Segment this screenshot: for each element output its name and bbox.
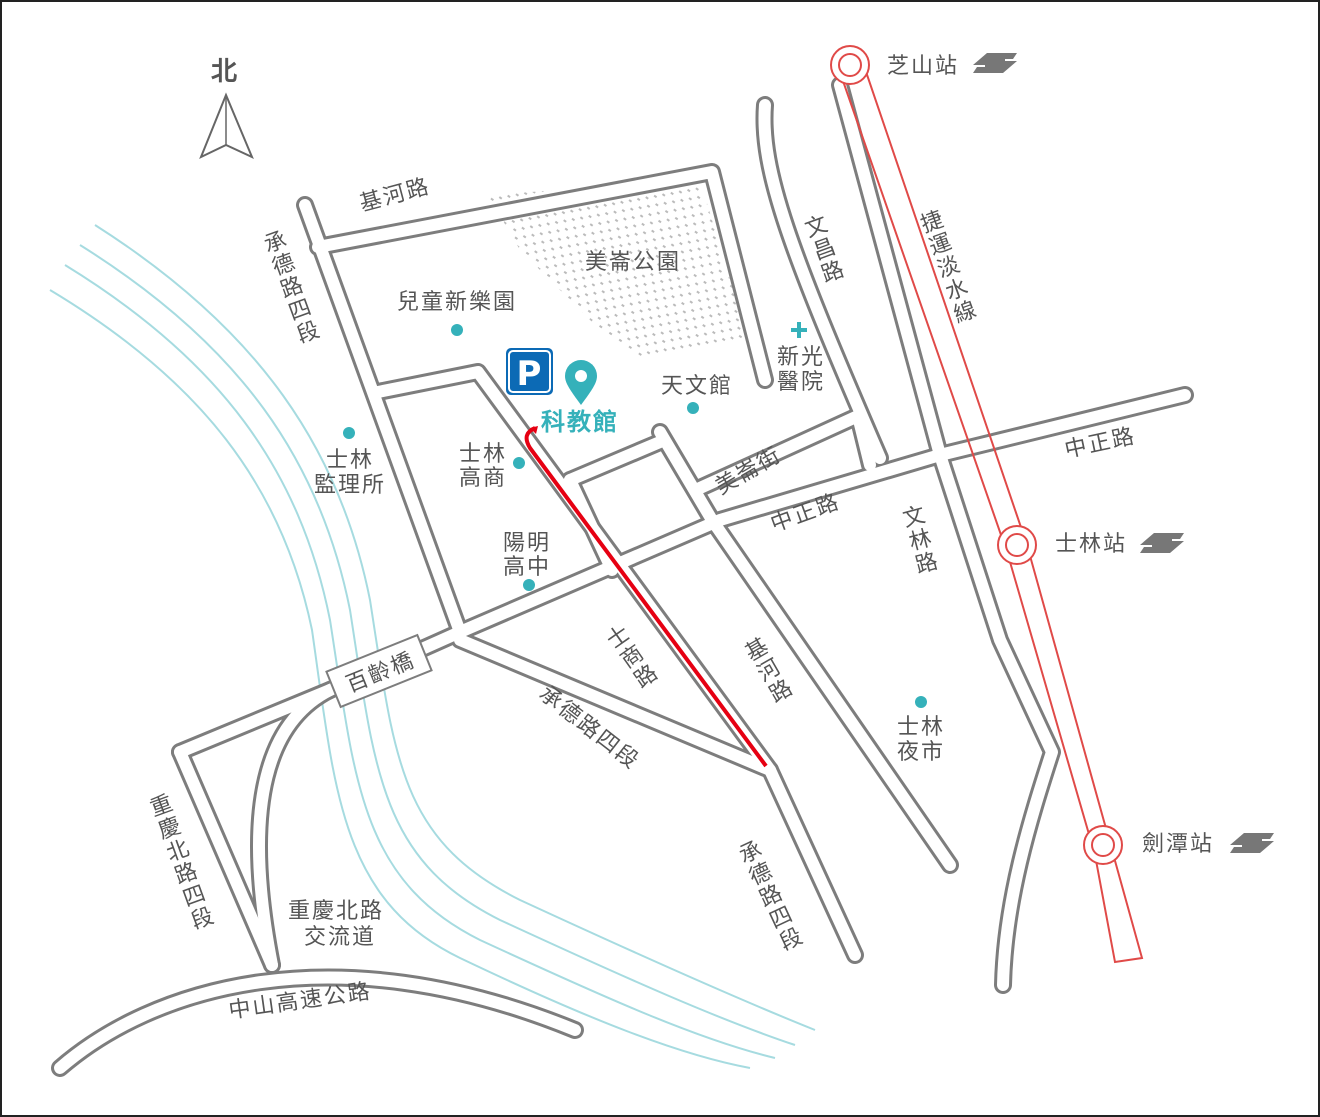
label-night-market-1: 士林: [897, 715, 945, 740]
label-motor-office-1: 士林: [326, 448, 374, 473]
destination-marker[interactable]: 科教館: [541, 360, 619, 436]
park-area: [488, 180, 748, 360]
route-arrowhead: [530, 426, 538, 434]
station-name: 芝山站: [887, 54, 959, 79]
parking-icon: P: [517, 354, 542, 394]
north-compass: 北: [199, 57, 254, 160]
poi-dots: [343, 324, 927, 708]
label-shilin-commercial-2: 高商: [459, 466, 507, 491]
label-motor-office-2: 監理所: [314, 473, 386, 498]
label-kids-park: 兒童新樂園: [397, 290, 517, 315]
station-name: 士林站: [1055, 532, 1127, 557]
label-hospital-1: 新光: [777, 345, 825, 370]
hospital-cross-icon: [791, 322, 807, 338]
label-night-market-2: 夜市: [897, 740, 945, 765]
destination-label: 科教館: [541, 408, 619, 436]
station-shilin[interactable]: 士林站: [1055, 532, 1184, 557]
label-yangming-2: 高中: [503, 555, 551, 580]
label-yangming-1: 陽明: [503, 531, 551, 556]
station-jiantan[interactable]: 劍潭站: [1142, 832, 1274, 857]
station-name: 劍潭站: [1142, 832, 1214, 857]
label-hospital-2: 醫院: [777, 370, 825, 395]
svg-text:北: 北: [211, 57, 239, 87]
label-park: 美崙公園: [585, 250, 681, 275]
parking-sign[interactable]: P: [506, 348, 553, 395]
bailing-bridge: [325, 633, 433, 709]
label-shilin-commercial-1: 士林: [459, 442, 507, 467]
label-planetarium: 天文館: [661, 374, 733, 399]
street-interchange-1: 重慶北路: [288, 899, 384, 924]
map-pin-icon: [565, 360, 597, 405]
mrt-tamsui-line: [830, 45, 1144, 964]
road-network: [51, 76, 1194, 1077]
river: [49, 224, 816, 1069]
street-interchange-2: 交流道: [304, 925, 376, 950]
station-zhishan[interactable]: 芝山站: [887, 53, 1017, 79]
